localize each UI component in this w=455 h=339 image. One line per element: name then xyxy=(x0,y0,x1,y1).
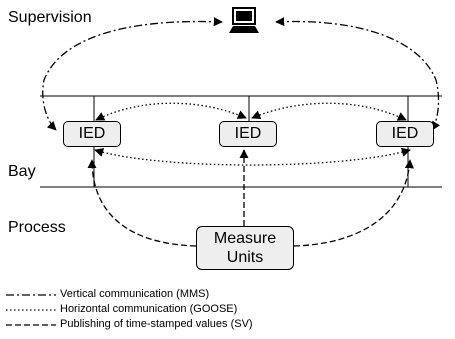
mms-link-left xyxy=(42,17,223,131)
level-supervision-label: Supervision xyxy=(8,9,92,26)
level-bay-label: Bay xyxy=(8,163,36,180)
ied-box-center: IED xyxy=(219,121,277,147)
dash-dot-line-icon xyxy=(6,294,56,296)
laptop-icon xyxy=(229,7,259,33)
goose-link-left-right xyxy=(94,147,411,166)
level-process-label: Process xyxy=(8,219,66,236)
ied-box-left: IED xyxy=(63,121,121,147)
measure-units-line1: Measure xyxy=(213,230,277,247)
legend-label-goose: Horizontal communication (GOOSE) xyxy=(60,303,238,315)
goose-link-left-center xyxy=(95,102,247,121)
ied-box-right: IED xyxy=(376,121,434,147)
measure-units-box: Measure Units xyxy=(196,226,294,270)
dashed-line-icon xyxy=(6,324,56,326)
legend-label-mms: Vertical communication (MMS) xyxy=(60,288,210,300)
legend-label-sv: Publishing of time-stamped values (SV) xyxy=(60,318,253,330)
dotted-line-icon xyxy=(6,309,56,311)
sv-link-right xyxy=(293,159,414,247)
mms-link-right xyxy=(275,17,441,131)
measure-units-line2: Units xyxy=(226,249,264,266)
sv-link-left xyxy=(87,159,197,247)
goose-link-center-right xyxy=(251,102,407,121)
